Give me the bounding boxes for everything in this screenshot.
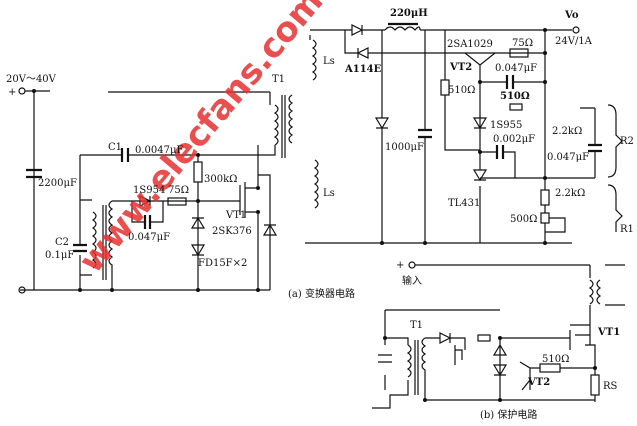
- protection-circuit: [372, 261, 625, 409]
- label-0047-top: 0.047μF: [495, 63, 537, 74]
- diode-1s955: [472, 117, 488, 130]
- primary-circuit: [18, 87, 294, 294]
- label-a114e: A114E: [344, 64, 382, 75]
- zener-b: [492, 337, 570, 400]
- label-b-plus: +: [396, 260, 404, 271]
- diode-rail: [305, 30, 572, 244]
- label-r1: R1: [620, 224, 634, 235]
- label-22k-a: 2.2kΩ: [552, 126, 582, 137]
- label-75-right: 75Ω: [512, 38, 533, 49]
- resistor-22k-b: [540, 189, 550, 206]
- label-c1-value: 0.0047μF: [135, 145, 183, 156]
- resistor-75-right: [509, 48, 529, 58]
- capacitor-0047-top: [505, 75, 515, 89]
- label-c2: C2: [55, 237, 69, 248]
- label-1000uF: 1000μF: [385, 142, 424, 153]
- resistor-510-a: [440, 79, 450, 96]
- label-tl431: TL431: [448, 198, 480, 209]
- label-c1: C1: [108, 142, 122, 153]
- label-c2-value: 0.1μF: [45, 250, 74, 261]
- label-510-a: 510Ω: [448, 85, 475, 96]
- transformer-t1: [225, 92, 294, 158]
- label-0047-left: 0.047μF: [128, 232, 170, 243]
- capacitor-0047-right: [588, 143, 602, 153]
- resistor-b-small: [477, 334, 491, 342]
- output-diode: [351, 24, 364, 36]
- label-c-in: 2200μF: [38, 178, 77, 189]
- label-vt1: VT1: [225, 210, 246, 221]
- diode-a114e: [344, 30, 545, 59]
- brace-r2-r1: [607, 104, 623, 232]
- label-vo-value: 24V/1A: [555, 36, 593, 47]
- label-510-b: 510Ω: [500, 91, 530, 102]
- label-1s954: 1S954: [133, 185, 165, 196]
- label-input-plus: +: [8, 87, 16, 98]
- label-2sk376: 2SK376: [212, 226, 252, 237]
- output-terminal: [572, 26, 580, 34]
- transformer-t1-b: [372, 309, 595, 409]
- output-transformer: [415, 264, 625, 402]
- label-0002: 0.002μF: [493, 134, 535, 145]
- capacitor-c1: [120, 148, 130, 162]
- label-input-voltage: 20V～40V: [6, 74, 57, 85]
- label-22k-b: 2.2kΩ: [555, 188, 585, 199]
- ls-winding-bottom: [313, 159, 319, 209]
- clamp-diode: [258, 174, 278, 290]
- resistor-510-b: [539, 363, 561, 373]
- potentiometer-500: [540, 212, 550, 224]
- input-terminal: [18, 87, 26, 95]
- diodes-fd15f: [190, 216, 206, 257]
- label-b-t1: T1: [410, 320, 423, 331]
- label-b-rs: RS: [603, 381, 618, 392]
- caption-b: (b) 保护电路: [480, 408, 537, 421]
- ground-terminal: [18, 286, 26, 294]
- input-plus-terminal: [408, 261, 416, 269]
- label-fd15f: FD15F×2: [198, 258, 247, 269]
- label-1s955: 1S955: [490, 120, 522, 131]
- capacitor-0002: [495, 145, 505, 159]
- label-300k: 300kΩ: [204, 174, 237, 185]
- label-75-left: 75Ω: [168, 185, 189, 196]
- resistor-75-left: [167, 197, 187, 206]
- label-ls-top: Ls: [323, 56, 335, 67]
- transistor-vt2-b: [519, 361, 595, 391]
- input-capacitor: [26, 168, 42, 179]
- label-0047-right: 0.047μF: [547, 152, 589, 163]
- transistor-vt2: [464, 52, 496, 66]
- label-r2: R2: [620, 136, 634, 147]
- capacitor-1000uF: [418, 128, 432, 139]
- label-vo: Vo: [564, 10, 579, 21]
- label-ls-bottom: Ls: [323, 188, 335, 199]
- tl431: [472, 169, 488, 182]
- label-vt2: VT2: [449, 62, 472, 73]
- label-b-vt1: VT1: [597, 327, 620, 338]
- label-b-vt2: VT2: [527, 377, 550, 388]
- inductor-220uH: [384, 26, 421, 31]
- watermark: www.elecfans.com: [71, 0, 331, 281]
- resistor-rs: [590, 374, 600, 396]
- resistor-510-b: [509, 103, 523, 111]
- label-t1: T1: [272, 74, 285, 85]
- label-b-510: 510Ω: [542, 354, 569, 365]
- secondary-circuit: [305, 22, 623, 245]
- ls-winding-top: [309, 29, 572, 81]
- capacitor-c2: [73, 243, 87, 253]
- label-2sa1029: 2SA1029: [447, 39, 493, 50]
- label-b-input: 输入: [402, 274, 422, 287]
- label-500: 500Ω: [510, 214, 537, 225]
- diode-1s954: [139, 195, 152, 207]
- label-220uH: 220μH: [390, 8, 428, 19]
- caption-a: (a) 变换器电路: [288, 287, 355, 300]
